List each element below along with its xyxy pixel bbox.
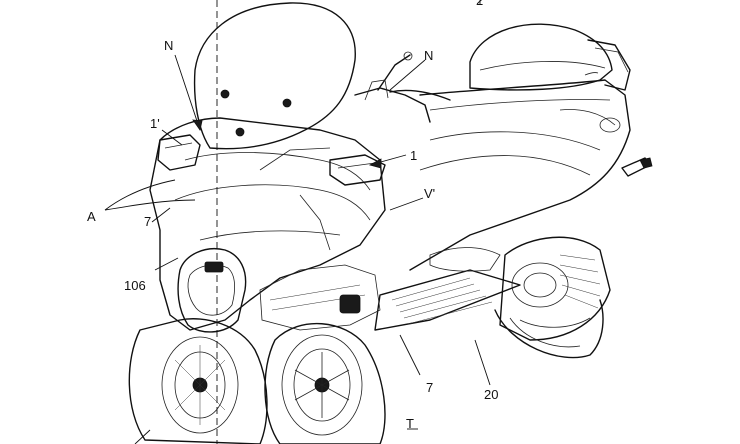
windscreen	[193, 2, 356, 150]
engine-transmission	[499, 236, 611, 341]
headlight-cluster	[177, 248, 247, 333]
footboard	[374, 247, 521, 331]
rear-turn-indicator	[621, 157, 653, 177]
front-right-wheel	[264, 322, 386, 444]
front-suspension	[259, 264, 381, 331]
left-mirror-housing	[157, 134, 201, 171]
handlebar-right	[354, 51, 451, 123]
label-1-prime: 1'	[150, 116, 160, 131]
label-106: 106	[124, 278, 146, 293]
leader-lines	[104, 0, 491, 444]
label-n-right: N	[424, 48, 433, 63]
seat	[469, 23, 613, 91]
rear-rack	[587, 39, 631, 91]
label-n-top: N	[164, 38, 173, 53]
right-mirror-housing	[329, 154, 386, 186]
front-fairing	[149, 117, 386, 331]
label-7-left: 7	[144, 214, 151, 229]
label-a: A	[87, 209, 96, 224]
front-left-wheel	[128, 318, 268, 444]
rear-wheel	[494, 299, 604, 359]
label-20: 20	[484, 387, 498, 402]
label-v-prime: V'	[424, 186, 435, 201]
label-1: 1	[410, 148, 417, 163]
rear-bodywork	[409, 79, 631, 271]
label-2: 2	[476, 0, 483, 8]
label-7-bottom: 7	[426, 380, 433, 395]
label-t: T	[406, 416, 414, 431]
